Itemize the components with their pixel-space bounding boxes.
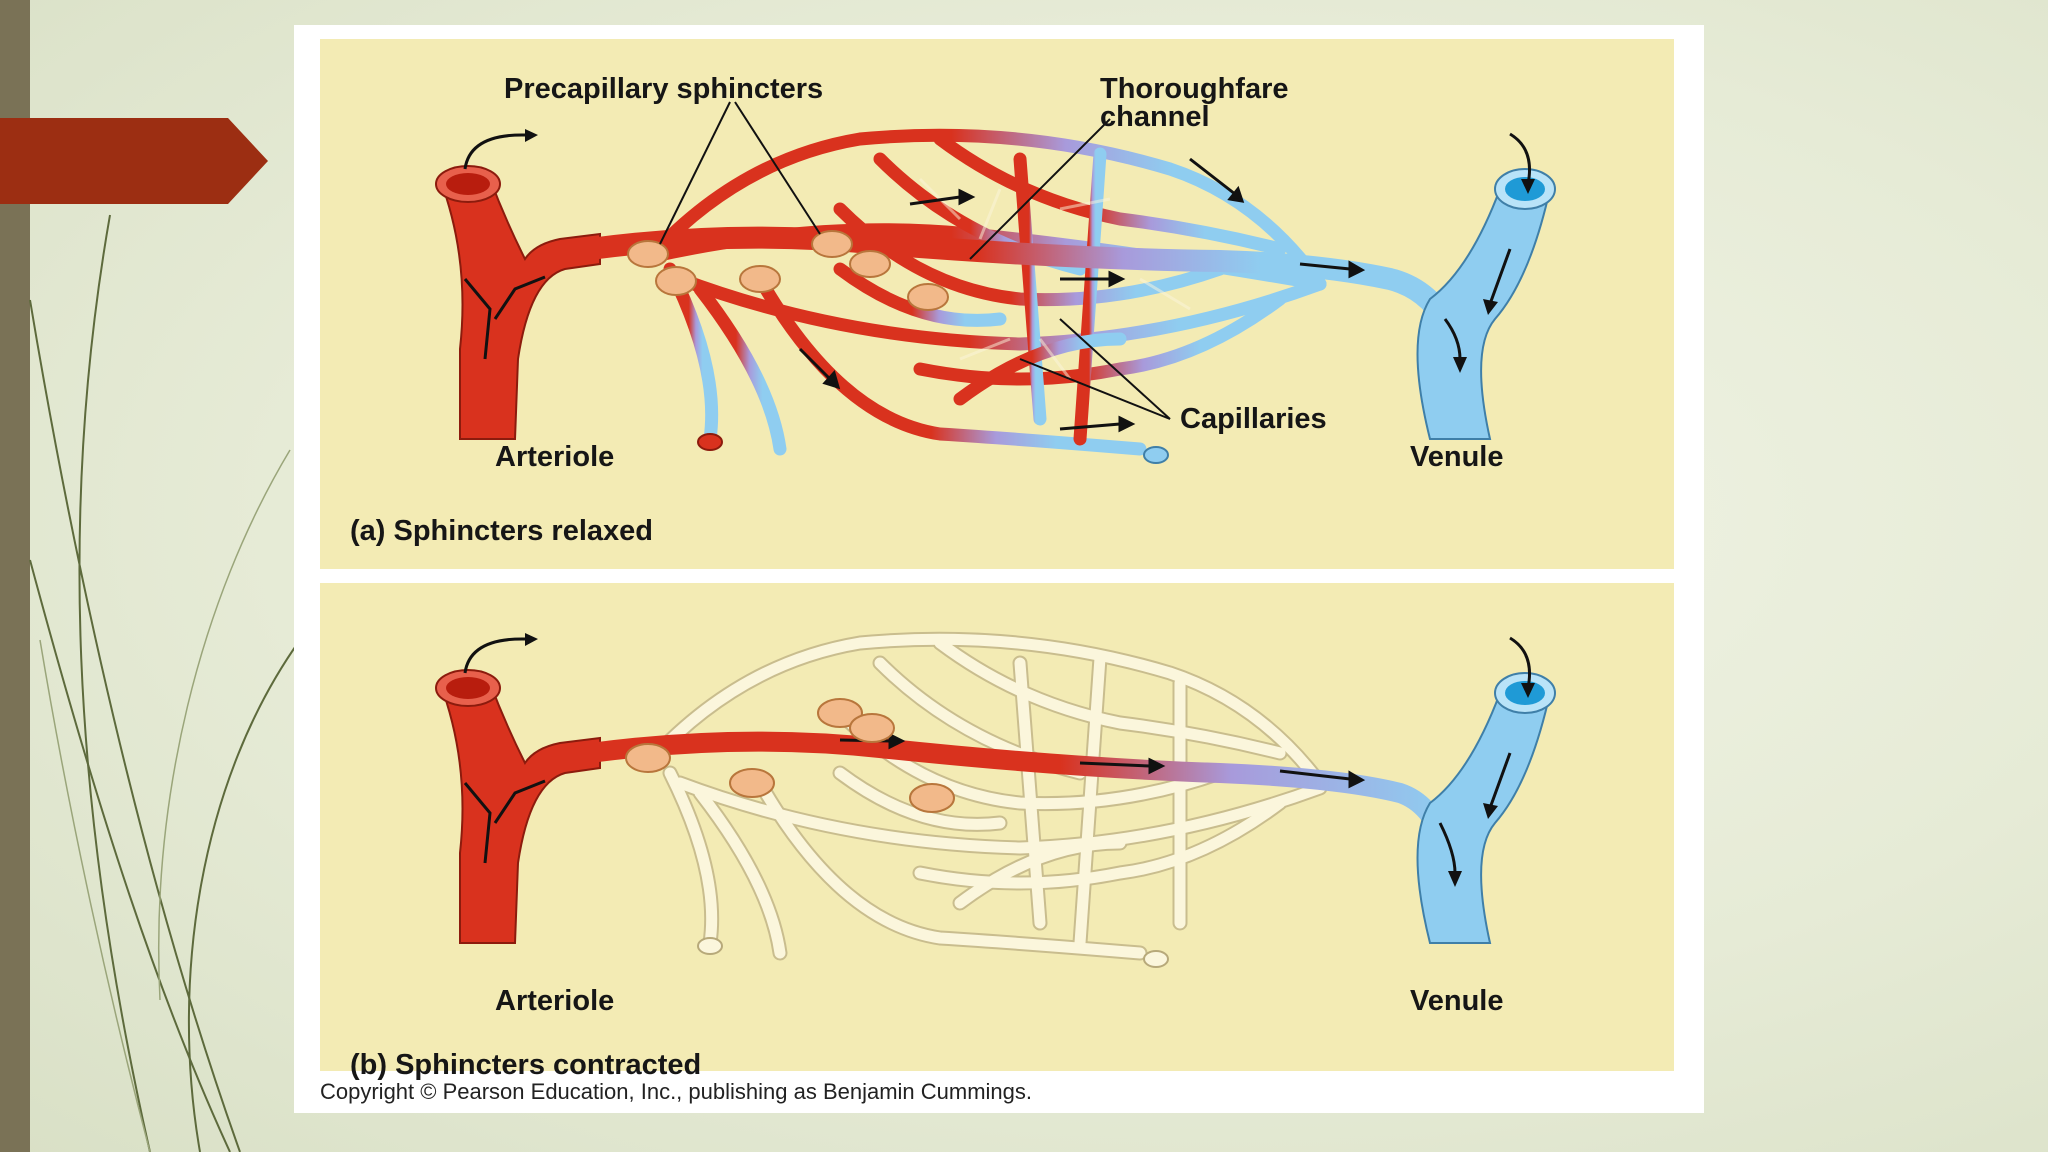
label-capillaries: Capillaries bbox=[1180, 403, 1327, 435]
label-precapillary-sphincters: Precapillary sphincters bbox=[504, 73, 824, 105]
figure: Precapillary sphincters Thoroughfare cha… bbox=[294, 25, 1704, 1113]
panel-sphincters-contracted: Arteriole Venule (b) Sphincters contract… bbox=[320, 583, 1674, 1080]
caption-sphincters-contracted: (b) Sphincters contracted bbox=[350, 1049, 702, 1081]
label-leader-lines bbox=[659, 101, 1171, 420]
vessel-stubs bbox=[697, 433, 1169, 464]
label-arteriole-b: Arteriole bbox=[495, 985, 615, 1017]
precapillary-sphincters bbox=[627, 230, 949, 311]
panel-sphincters-relaxed: Precapillary sphincters Thoroughfare cha… bbox=[320, 39, 1674, 569]
panel-b-illustration bbox=[435, 631, 1556, 968]
flow-arrows bbox=[798, 157, 1366, 433]
red-arrow-tab bbox=[0, 118, 268, 204]
precapillary-sphincters bbox=[625, 698, 955, 813]
venule-vessel bbox=[1416, 132, 1556, 440]
label-channel: channel bbox=[1100, 101, 1210, 133]
panel-a-illustration bbox=[435, 101, 1556, 464]
label-thoroughfare: Thoroughfare bbox=[1100, 73, 1289, 105]
copyright-notice: Copyright © Pearson Education, Inc., pub… bbox=[320, 1079, 1033, 1104]
label-arteriole-a: Arteriole bbox=[495, 441, 615, 473]
label-venule-a: Venule bbox=[1410, 441, 1504, 473]
thoroughfare-channel bbox=[579, 226, 1461, 340]
arteriole-vessel bbox=[435, 633, 601, 944]
decorative-curves bbox=[29, 214, 301, 1152]
label-venule-b: Venule bbox=[1410, 985, 1504, 1017]
venule-vessel bbox=[1416, 636, 1556, 944]
vessel-stubs bbox=[697, 937, 1169, 968]
arteriole-vessel bbox=[435, 129, 601, 440]
caption-sphincters-relaxed: (a) Sphincters relaxed bbox=[350, 515, 653, 547]
thoroughfare-channel bbox=[580, 731, 1455, 853]
